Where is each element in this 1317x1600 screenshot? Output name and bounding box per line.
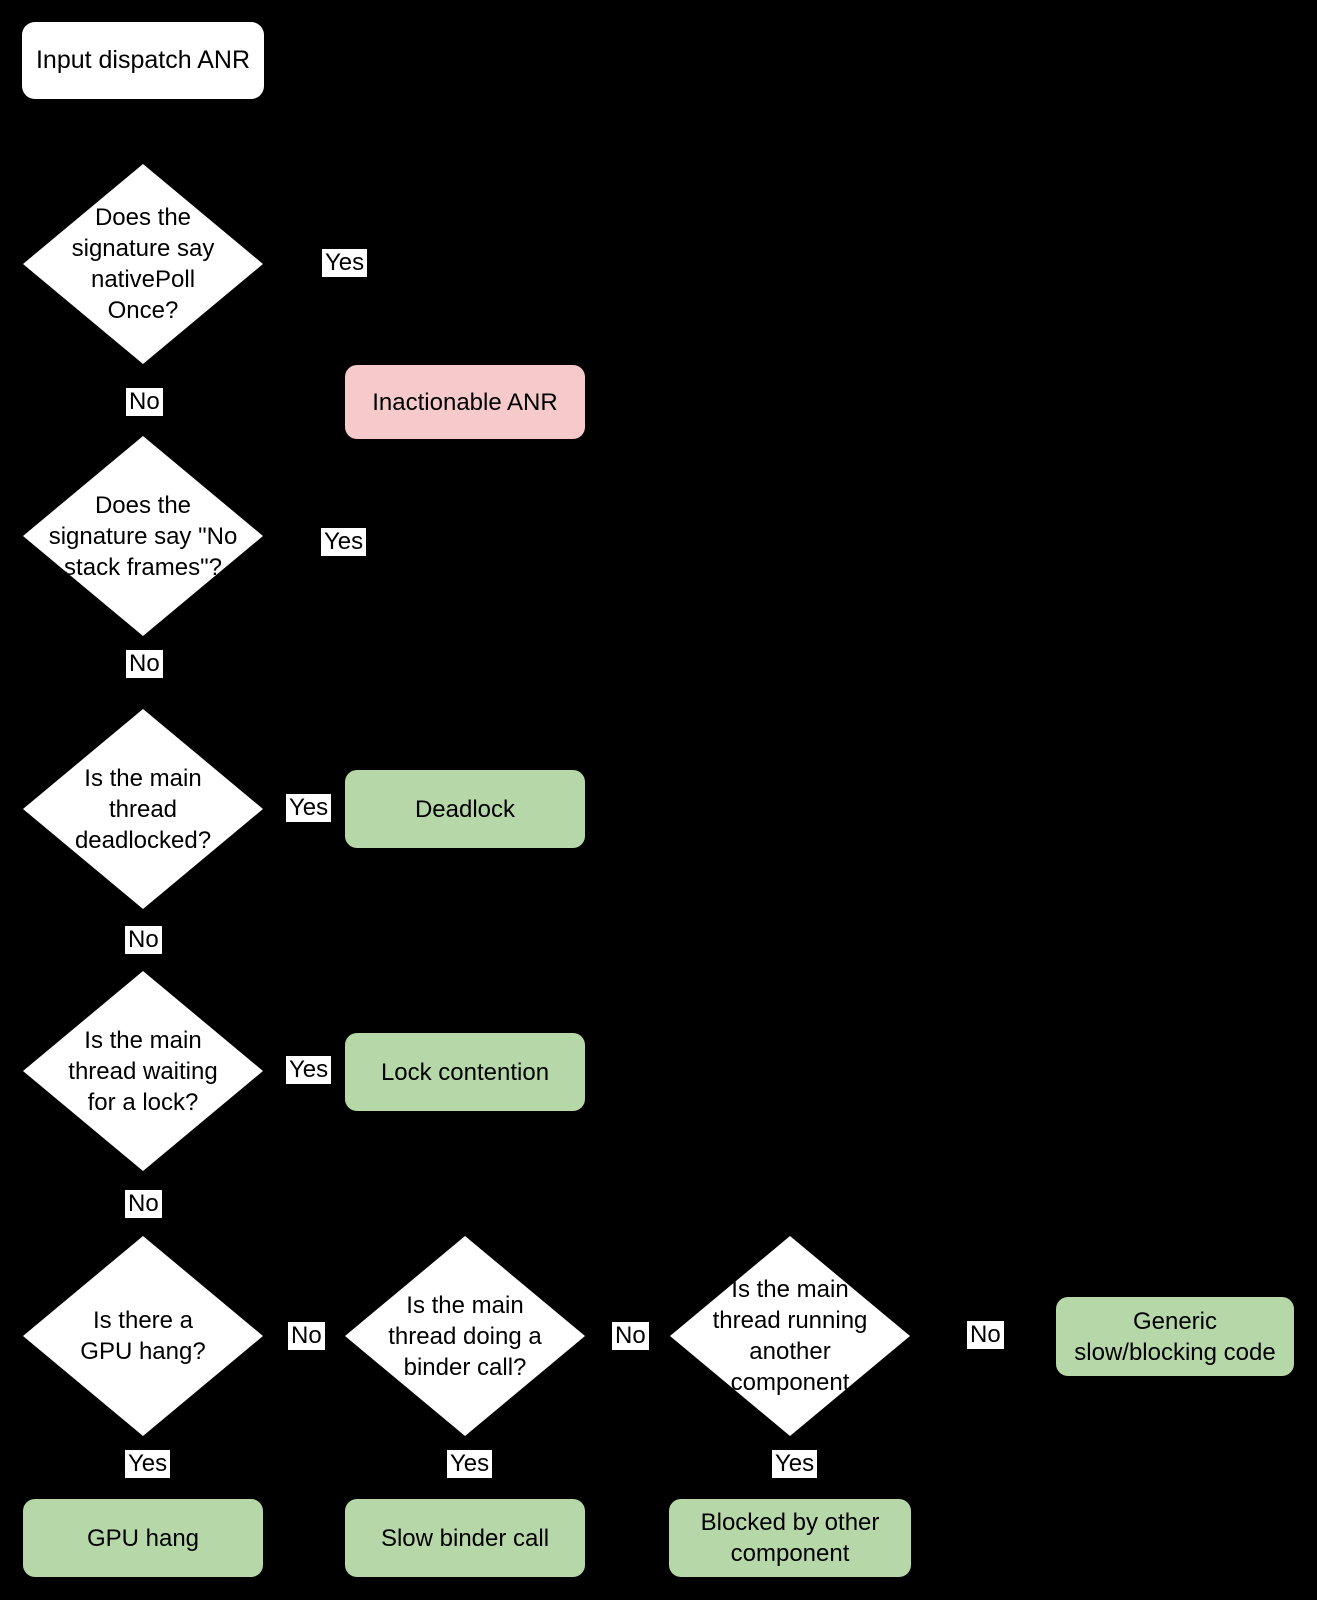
outcome-label: Inactionable ANR xyxy=(372,388,558,416)
edge-label-d4-yes: Yes xyxy=(286,1056,332,1084)
outcome-label: GPU hang xyxy=(86,1524,200,1552)
edge-label-d1-no: No xyxy=(126,388,163,416)
outcome-label: Lock contention xyxy=(380,1058,550,1086)
decision-main-thread-deadlocked: Is the main thread deadlocked? xyxy=(23,709,263,909)
decision-label: Is the main thread waiting for a lock? xyxy=(68,1026,218,1116)
outcome-label: Generic slow/blocking code xyxy=(1074,1307,1276,1366)
decision-signature-no-stack-frames: Does the signature say "No stack frames"… xyxy=(23,436,263,636)
edge-label-d7-yes: Yes xyxy=(772,1450,818,1478)
decision-main-thread-other-component: Is the main thread running another compo… xyxy=(670,1236,910,1436)
outcome-lock-contention: Lock contention xyxy=(345,1033,585,1111)
outcome-label: Slow binder call xyxy=(380,1524,550,1552)
edge-label-d3-yes: Yes xyxy=(286,794,332,822)
decision-label: Is the main thread deadlocked? xyxy=(74,764,212,854)
edge-label-d5-no: No xyxy=(288,1322,325,1350)
edge-label-d1-yes: Yes xyxy=(322,249,368,277)
decision-gpu-hang: Is there a GPU hang? xyxy=(23,1236,263,1436)
start-node-input-dispatch-anr: Input dispatch ANR xyxy=(22,22,264,99)
outcome-generic-slow-blocking-code: Generic slow/blocking code xyxy=(1056,1297,1294,1376)
outcome-slow-binder-call: Slow binder call xyxy=(345,1499,585,1577)
decision-label: Does the signature say nativePoll Once? xyxy=(71,204,215,324)
decision-main-thread-binder-call: Is the main thread doing a binder call? xyxy=(345,1236,585,1436)
decision-signature-nativepollonce: Does the signature say nativePoll Once? xyxy=(23,164,263,364)
decision-label: Is the main thread doing a binder call? xyxy=(388,1291,542,1381)
outcome-gpu-hang: GPU hang xyxy=(23,1499,263,1577)
outcome-blocked-by-other-component: Blocked by other component xyxy=(669,1499,911,1577)
decision-label: Does the signature say "No stack frames"… xyxy=(48,491,238,581)
edge-label-d5-yes: Yes xyxy=(125,1450,171,1478)
outcome-label: Blocked by other component xyxy=(700,1509,880,1567)
edge-label-d7-no: No xyxy=(967,1321,1004,1349)
edge-label-d6-yes: Yes xyxy=(447,1450,493,1478)
outcome-deadlock: Deadlock xyxy=(345,770,585,848)
outcome-label: Deadlock xyxy=(414,795,516,823)
edge-label-d6-no: No xyxy=(612,1322,649,1350)
decision-label: Is there a GPU hang? xyxy=(80,1307,206,1365)
edge-label-d2-yes: Yes xyxy=(321,528,367,556)
edge-label-d4-no: No xyxy=(125,1190,162,1218)
decision-label: Is the main thread running another compo… xyxy=(712,1276,868,1396)
decision-main-thread-waiting-lock: Is the main thread waiting for a lock? xyxy=(23,971,263,1171)
edge-label-d3-no: No xyxy=(125,926,162,954)
outcome-inactionable-anr: Inactionable ANR xyxy=(345,365,585,439)
start-node-label: Input dispatch ANR xyxy=(35,46,250,74)
edge-label-d2-no: No xyxy=(126,650,163,678)
